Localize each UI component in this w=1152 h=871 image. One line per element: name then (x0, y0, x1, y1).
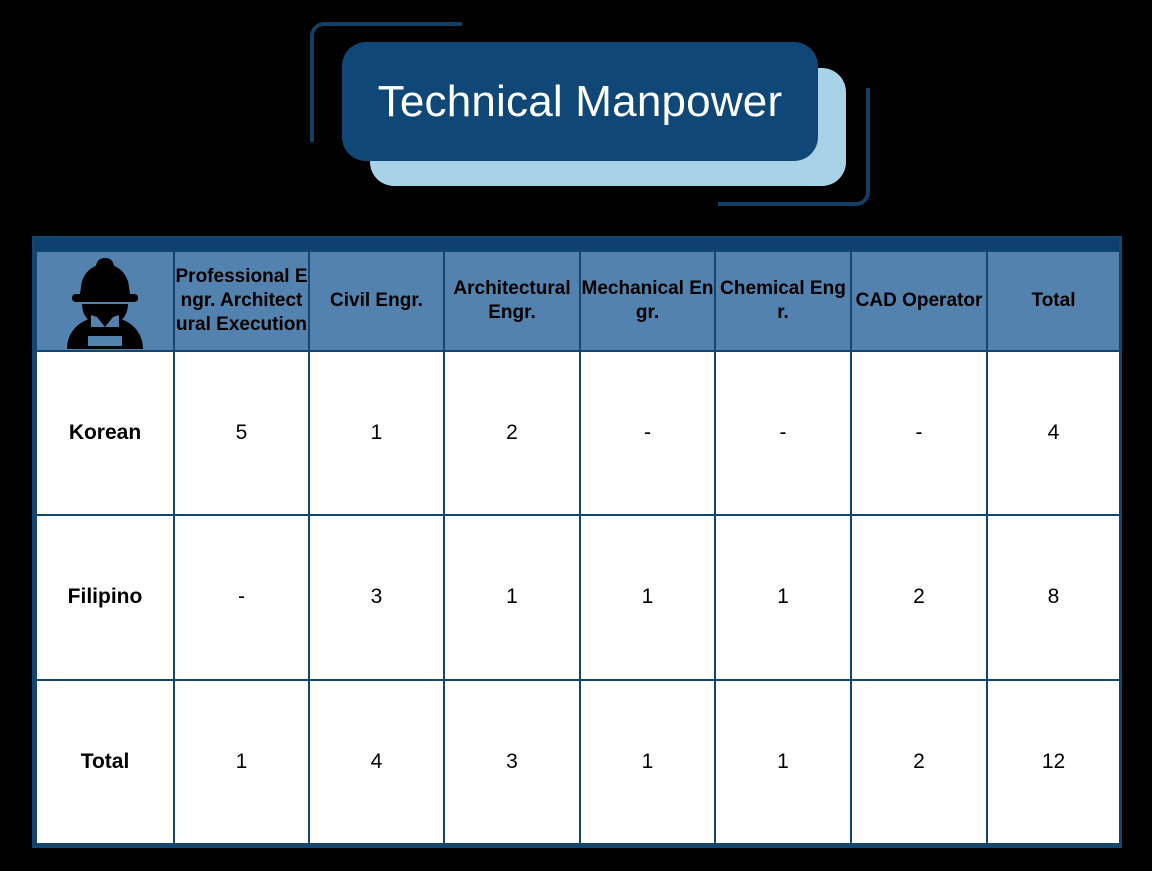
header-chemical-engr: Chemical Engr. (714, 250, 852, 352)
cell-filipino-professional: - (173, 514, 310, 681)
header-cad-operator: CAD Operator (850, 250, 988, 352)
construction-worker-icon (38, 253, 172, 349)
cell-total-mechanical: 1 (579, 678, 716, 846)
cell-korean-mechanical: - (579, 349, 716, 517)
cell-korean-total: 4 (986, 349, 1121, 517)
corner-bracket-bottom-right (718, 88, 870, 206)
cell-korean-chemical: - (714, 349, 852, 517)
row-label-korean: Korean (35, 349, 175, 517)
row-label-total: Total (35, 678, 175, 846)
title-box: Technical Manpower (342, 42, 818, 161)
table-top-band (35, 239, 1119, 250)
cell-total-civil: 4 (308, 678, 445, 846)
table-body: Korean 5 1 2 - - - 4 Filipino - 3 1 1 1 … (35, 349, 1121, 846)
manpower-grid: Professional Engr. Architectural Executi… (35, 250, 1121, 846)
cell-filipino-chemical: 1 (714, 514, 852, 681)
technical-manpower-table: Professional Engr. Architectural Executi… (32, 236, 1122, 848)
header-corner-cell (35, 250, 175, 352)
header-architectural-engr: Architectural Engr. (443, 250, 581, 352)
cell-filipino-civil: 3 (308, 514, 445, 681)
cell-korean-architectural: 2 (443, 349, 581, 517)
header-row: Professional Engr. Architectural Executi… (35, 250, 1121, 352)
cell-total-total: 12 (986, 678, 1121, 846)
cell-filipino-mechanical: 1 (579, 514, 716, 681)
cell-total-professional: 1 (173, 678, 310, 846)
header-civil-engr: Civil Engr. (308, 250, 445, 352)
cell-filipino-cad: 2 (850, 514, 988, 681)
cell-total-architectural: 3 (443, 678, 581, 846)
header-total: Total (986, 250, 1121, 352)
row-label-filipino: Filipino (35, 514, 175, 681)
corner-bracket-top-left (310, 22, 462, 142)
header-mechanical-engr: Mechanical Engr. (579, 250, 716, 352)
cell-korean-civil: 1 (308, 349, 445, 517)
cell-korean-professional: 5 (173, 349, 310, 517)
header-professional-engr: Professional Engr. Architectural Executi… (173, 250, 310, 352)
cell-korean-cad: - (850, 349, 988, 517)
page-title: Technical Manpower (377, 76, 783, 126)
table-row: Korean 5 1 2 - - - 4 (35, 349, 1121, 517)
cell-filipino-architectural: 1 (443, 514, 581, 681)
table-row: Filipino - 3 1 1 1 2 8 (35, 514, 1121, 681)
table-header: Professional Engr. Architectural Executi… (35, 250, 1121, 352)
table-row: Total 1 4 3 1 1 2 12 (35, 678, 1121, 846)
cell-filipino-total: 8 (986, 514, 1121, 681)
cell-total-chemical: 1 (714, 678, 852, 846)
title-banner: Technical Manpower (0, 0, 1152, 225)
cell-total-cad: 2 (850, 678, 988, 846)
